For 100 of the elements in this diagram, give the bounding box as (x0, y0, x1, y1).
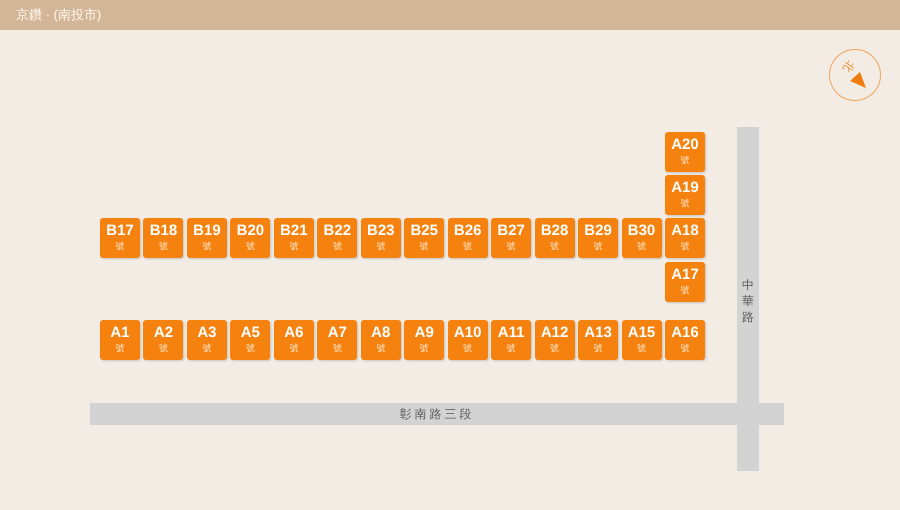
unit-code: A6 (284, 324, 304, 342)
unit-code: B30 (628, 222, 656, 240)
unit-suffix: 號 (680, 241, 690, 252)
road (90, 403, 784, 425)
unit-block (534, 218, 575, 258)
unit-suffix: 號 (680, 155, 690, 166)
unit-suffix: 號 (637, 343, 646, 354)
unit-suffix: 號 (594, 343, 603, 354)
unit-block (100, 218, 140, 258)
unit-block (143, 218, 184, 258)
unit-code: B20 (236, 222, 264, 240)
unit-suffix: 號 (550, 241, 560, 252)
unit-suffix: 號 (202, 343, 212, 354)
unit-suffix: 號 (637, 241, 646, 252)
unit-suffix: 號 (420, 343, 429, 354)
unit-block (186, 320, 227, 360)
unit-code: B22 (324, 222, 352, 240)
unit-code: A17 (671, 266, 699, 284)
unit-code: A11 (498, 324, 524, 342)
unit-suffix: 號 (246, 343, 255, 354)
unit-suffix: 號 (420, 241, 429, 252)
unit-block (360, 218, 401, 258)
unit-suffix: 號 (158, 343, 168, 354)
unit-suffix: 號 (158, 241, 168, 252)
unit-block (578, 320, 618, 360)
unit-block (578, 218, 618, 258)
unit-code: A2 (154, 324, 174, 342)
unit-block (317, 320, 358, 360)
unit-suffix: 號 (202, 241, 212, 252)
unit-code: A19 (671, 179, 699, 197)
unit-code: B19 (193, 222, 221, 240)
unit-code: A18 (671, 222, 699, 240)
unit-block (317, 218, 358, 258)
unit-block (664, 175, 705, 215)
unit-code: B21 (280, 222, 308, 240)
unit-code: A15 (628, 324, 656, 342)
unit-block (274, 218, 314, 258)
north-label: 北 (840, 58, 857, 74)
unit-code: A5 (240, 324, 260, 342)
unit-block (622, 320, 662, 360)
unit-code: B29 (584, 222, 612, 240)
unit-block (230, 320, 270, 360)
unit-code: A10 (454, 324, 482, 342)
unit-suffix: 號 (116, 241, 124, 252)
unit-suffix: 號 (289, 343, 298, 354)
road-name: 中華路 (742, 277, 754, 325)
unit-suffix: 號 (376, 343, 386, 354)
unit-suffix: 號 (116, 343, 124, 354)
unit-block (186, 218, 227, 258)
unit-code: A8 (371, 324, 390, 342)
unit-code: B17 (106, 222, 134, 240)
unit-block (534, 320, 575, 360)
unit-block (360, 320, 401, 360)
unit-block (664, 218, 705, 258)
unit-code: B18 (150, 222, 178, 240)
unit-suffix: 號 (594, 241, 603, 252)
unit-suffix: 號 (680, 285, 690, 296)
unit-block (230, 218, 270, 258)
unit-block (143, 320, 184, 360)
unit-code: B27 (497, 222, 525, 240)
unit-code: A1 (110, 324, 130, 342)
unit-block (404, 320, 444, 360)
unit-suffix: 號 (463, 343, 472, 354)
unit-block (404, 218, 444, 258)
unit-block (664, 262, 705, 302)
unit-suffix: 號 (376, 241, 386, 252)
unit-suffix: 號 (332, 343, 342, 354)
unit-block (664, 320, 705, 360)
unit-code: A9 (414, 324, 434, 342)
page-title: 京鑽 · (南投市) (16, 7, 102, 23)
unit-suffix: 號 (680, 343, 690, 354)
unit-code: A16 (671, 324, 699, 342)
unit-suffix: 號 (332, 241, 342, 252)
unit-block (664, 132, 705, 172)
unit-code: B25 (410, 222, 438, 240)
unit-block (100, 320, 140, 360)
unit-suffix: 號 (463, 241, 472, 252)
unit-block (491, 320, 532, 360)
unit-code: A3 (197, 324, 216, 342)
unit-block (448, 320, 488, 360)
unit-suffix: 號 (289, 241, 298, 252)
unit-suffix: 號 (550, 343, 560, 354)
unit-code: B26 (454, 222, 482, 240)
unit-suffix: 號 (246, 241, 255, 252)
road-name: 彰南路三段 (400, 406, 474, 422)
unit-block (274, 320, 314, 360)
unit-suffix: 號 (506, 343, 516, 354)
unit-suffix: 號 (680, 198, 690, 209)
unit-code: A12 (540, 324, 568, 342)
unit-block (448, 218, 488, 258)
unit-block (491, 218, 532, 258)
unit-code: B23 (366, 222, 395, 240)
unit-code: A13 (584, 324, 612, 342)
compass-ring (829, 49, 881, 101)
unit-code: A20 (671, 136, 699, 154)
unit-suffix: 號 (506, 241, 516, 252)
road (737, 127, 759, 471)
unit-block (622, 218, 662, 258)
unit-code: A7 (328, 324, 347, 342)
unit-code: B28 (540, 222, 568, 240)
